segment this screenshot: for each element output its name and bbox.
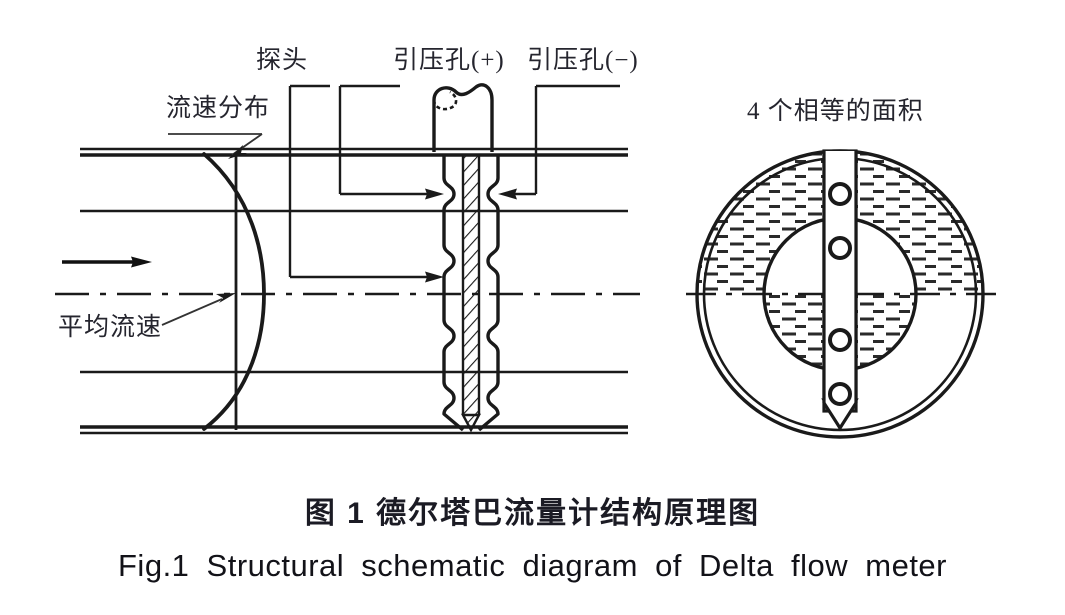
velocity-profile-curve [202, 152, 266, 431]
leader-probe [288, 84, 444, 283]
probe-right-wall-ports [477, 155, 500, 432]
probe-hole-3 [828, 328, 852, 352]
probe-hole-4 [828, 382, 852, 406]
figure-caption-english: Fig.1 Structural schematic diagram of De… [118, 548, 947, 583]
probe-assembly [432, 83, 500, 433]
probe-hole-1 [828, 182, 852, 206]
leader-port-minus [498, 84, 620, 200]
leader-velocity-distribution [168, 133, 263, 159]
label-mean-velocity: 平均流速 [58, 314, 163, 341]
pipe-wall-bottom [80, 425, 628, 435]
label-four-equal-areas: 4 个相等的面积 [747, 98, 924, 125]
probe-hole-2 [828, 236, 852, 260]
leader-port-plus [338, 84, 444, 200]
label-velocity-distribution: 流速分布 [166, 95, 271, 122]
cross-section-probe-bar [821, 149, 859, 432]
probe-left-wall-ports [442, 155, 465, 432]
label-pressure-port-minus: 引压孔(−) [527, 47, 639, 74]
leader-mean-velocity [161, 293, 236, 326]
label-probe: 探头 [256, 47, 309, 74]
cross-section-view [686, 149, 1000, 440]
figure-caption-chinese: 图 1 德尔塔巴流量计结构原理图 [304, 497, 761, 530]
longitudinal-section-view [55, 83, 640, 435]
label-pressure-port-plus: 引压孔(+) [393, 47, 505, 74]
probe-stem-tube [432, 83, 494, 152]
pipe-wall-top [80, 147, 628, 157]
flow-direction-arrow [62, 256, 152, 268]
probe-body [461, 155, 481, 433]
